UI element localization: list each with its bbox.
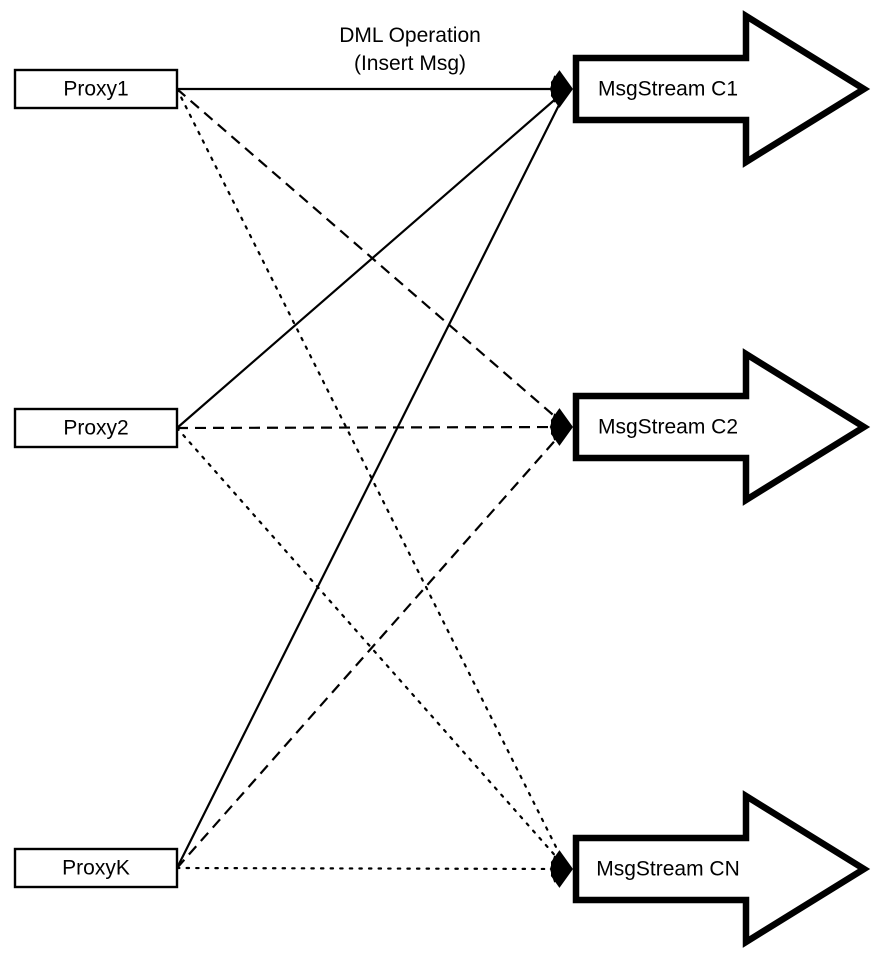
proxy-node-proxyk[interactable]: ProxyK	[13, 847, 179, 889]
arrowhead-barb	[550, 869, 573, 888]
edges-layer	[175, 87, 569, 871]
proxy-box	[13, 847, 179, 889]
proxy-node-proxy2[interactable]: Proxy2	[13, 407, 179, 449]
msgstream-node-stream-cn[interactable]: MsgStream CN	[572, 790, 871, 948]
edge-proxyk-to-c1	[176, 88, 568, 869]
arrowhead-barb	[550, 408, 573, 427]
proxy-label: Proxy2	[63, 417, 128, 440]
msgstream-label: MsgStream C2	[598, 416, 738, 439]
edge-annotation: DML Operation (Insert Msg)	[339, 24, 481, 75]
msgstream-label: MsgStream CN	[596, 858, 740, 881]
stream-nodes-layer: MsgStream C1 MsgStream C2 MsgStream CN	[572, 10, 871, 948]
arrowhead-barb	[550, 89, 573, 108]
msgstream-node-stream-c2[interactable]: MsgStream C2	[572, 348, 871, 506]
proxy-box	[13, 68, 179, 110]
edge-proxy2-to-c2	[176, 425, 568, 430]
arrowhead-barb	[550, 850, 573, 869]
annotation-line-1: DML Operation	[339, 24, 481, 47]
msgstream-node-stream-c1[interactable]: MsgStream C1	[572, 10, 871, 168]
arrowhead-head-c2	[549, 408, 573, 446]
msgstream-arrow-shape	[572, 348, 871, 506]
edge-proxy2-to-cn	[175, 426, 569, 871]
proxy-label: Proxy1	[63, 78, 128, 101]
arrowhead-head-c1	[549, 70, 573, 108]
msgstream-arrow-shape	[572, 10, 871, 168]
edge-proxy1-to-cn	[175, 87, 569, 871]
edge-proxy2-to-c1	[176, 88, 568, 429]
proxy-node-proxy1[interactable]: Proxy1	[13, 68, 179, 110]
arrowhead-barb	[550, 70, 573, 89]
msgstream-arrow-shape	[572, 790, 871, 948]
arrowhead-barb	[550, 427, 573, 446]
arrowheads-layer	[549, 70, 573, 888]
edge-proxyk-to-c2	[176, 426, 568, 869]
edge-proxyk-to-cn	[175, 866, 569, 871]
proxy-label: ProxyK	[62, 857, 130, 880]
arrowhead-head-cn	[549, 850, 573, 888]
msgstream-label: MsgStream C1	[598, 78, 738, 101]
annotation-line-2: (Insert Msg)	[354, 52, 466, 75]
proxy-box	[13, 407, 179, 449]
